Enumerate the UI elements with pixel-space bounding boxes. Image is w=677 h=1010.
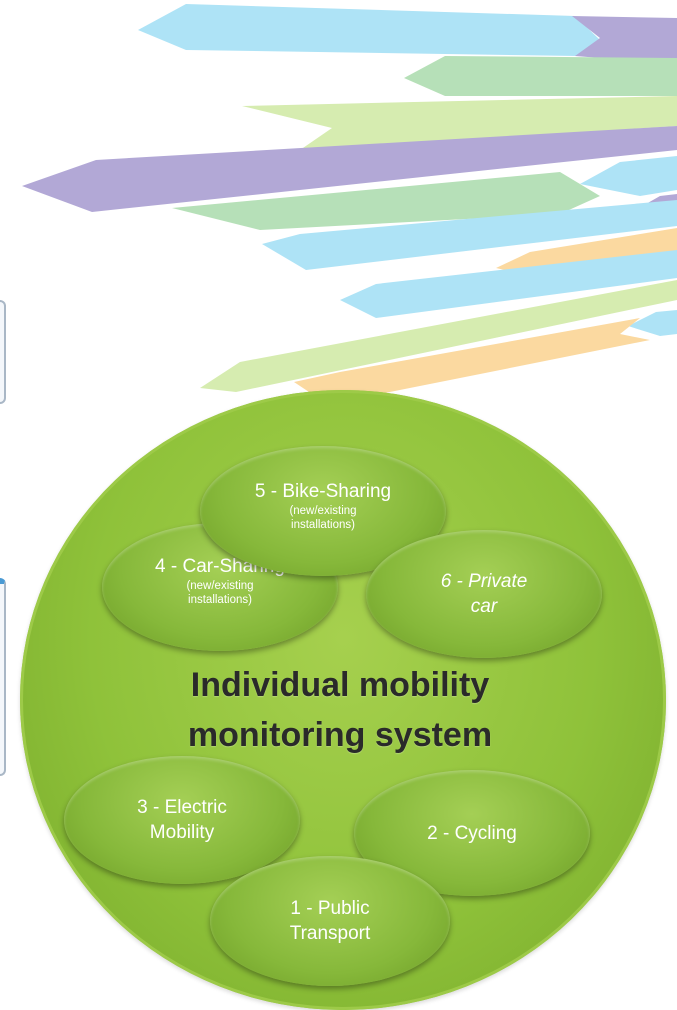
- arrow-blue-top: [138, 4, 600, 56]
- arrow-blue-4: [340, 250, 677, 318]
- arrow-blue-2: [580, 156, 677, 196]
- cycling-label: 2 - Cycling: [427, 822, 517, 844]
- public-transport-label-2: Transport: [289, 923, 371, 944]
- arrow-purple-top: [572, 16, 677, 64]
- public-transport-label-1: 1 - Public: [290, 898, 370, 919]
- arrow-purple-long: [22, 126, 677, 212]
- bike-sharing-sub2: installations): [291, 518, 355, 531]
- bike-sharing-label: 5 - Bike-Sharing: [254, 480, 392, 502]
- arrow-lime-2: [200, 280, 677, 392]
- car-sharing-sub2: installations): [188, 593, 252, 606]
- private-car-label-1: 6 - Private: [440, 571, 528, 592]
- edge-panel-top: [0, 300, 6, 404]
- arrow-orange-2: [294, 318, 650, 410]
- arrow-blue-5: [628, 310, 677, 336]
- system-title-line-2: monitoring system: [187, 716, 493, 754]
- system-title-line-1: Individual mobility: [190, 666, 490, 704]
- electric-label-1: 3 - Electric: [137, 797, 227, 818]
- bike-sharing-sub1: (new/existing: [289, 504, 357, 517]
- arrow-blue-3: [262, 200, 677, 270]
- decorative-arrows: [22, 4, 677, 410]
- node-public-transport: 1 - Public Transport: [210, 856, 450, 986]
- node-private-car: 6 - Private car: [366, 530, 602, 658]
- arrow-green-1: [404, 56, 677, 96]
- node-electric-mobility: 3 - Electric Mobility: [64, 756, 300, 884]
- arrow-lime-1: [242, 96, 677, 150]
- arrow-orange-1: [496, 228, 677, 276]
- system-title: Individual mobility monitoring system: [120, 660, 560, 760]
- edge-panel-bottom: [0, 578, 6, 776]
- electric-label-2: Mobility: [149, 822, 215, 843]
- private-car-label-2: car: [470, 596, 498, 617]
- car-sharing-sub1: (new/existing: [186, 579, 254, 592]
- arrow-green-2: [172, 172, 600, 230]
